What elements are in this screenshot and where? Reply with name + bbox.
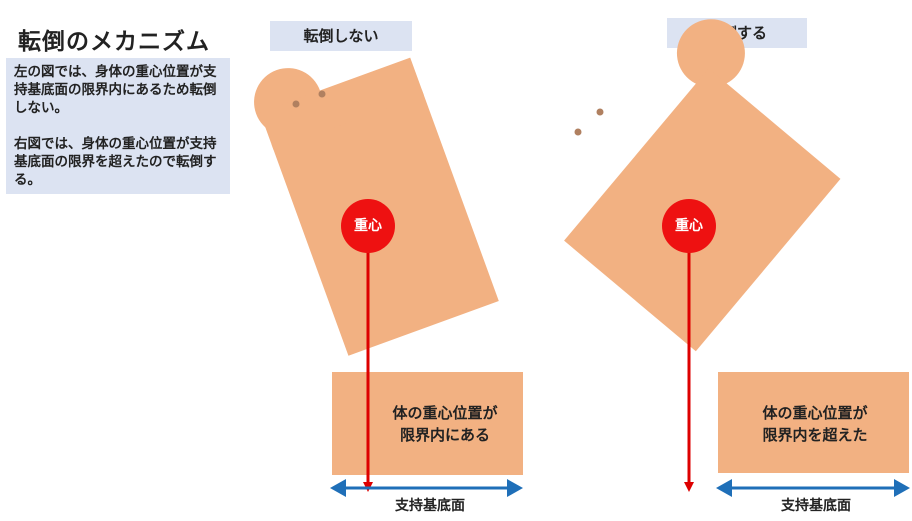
left-base-arrow-right-head — [507, 479, 523, 497]
right-head — [676, 19, 745, 88]
page-title: 転倒のメカニズム — [18, 29, 210, 55]
right-base-arrow-right-head — [894, 479, 910, 497]
right-support-base — [718, 372, 909, 473]
right-base-text-line-1: 体の重心位置が — [762, 404, 868, 422]
right-body — [564, 19, 841, 352]
explanation-paragraph-1: 左の図では、身体の重心位置が支持基底面の限界内にあるため転倒しない。 — [14, 64, 217, 116]
left-support-base — [332, 372, 523, 475]
right-base-label: 支持基底面 — [781, 498, 851, 514]
left-base-arrow-left-head — [330, 479, 346, 497]
left-center-of-gravity — [341, 199, 395, 253]
right-base-text-line-2: 限界内を超えた — [762, 426, 868, 444]
explanation-box: 左の図では、身体の重心位置が支持基底面の限界内にあるため転倒しない。 右図では、… — [6, 58, 230, 194]
left-body — [254, 57, 499, 356]
right-eye-2 — [596, 108, 604, 116]
right-base-arrow-left-head — [716, 479, 732, 497]
left-header: 転倒しない — [270, 21, 412, 51]
right-base-text: 体の重心位置が 限界内を超えた — [740, 402, 890, 446]
right-cog-label: 重心 — [675, 218, 703, 234]
right-eye-1 — [574, 128, 582, 136]
left-eye-2 — [318, 90, 326, 98]
explanation-paragraph-2: 右図では、身体の重心位置が支持基底面の限界を超えたので転倒する。 — [14, 136, 217, 188]
left-eye-1 — [292, 100, 300, 108]
left-base-text-line-2: 限界内にある — [399, 426, 490, 444]
right-center-of-gravity — [662, 199, 716, 253]
left-cog-label: 重心 — [354, 218, 382, 234]
left-base-text: 体の重心位置が 限界内にある — [370, 402, 520, 446]
left-base-text-line-1: 体の重心位置が — [392, 404, 498, 422]
left-base-label: 支持基底面 — [395, 498, 465, 514]
